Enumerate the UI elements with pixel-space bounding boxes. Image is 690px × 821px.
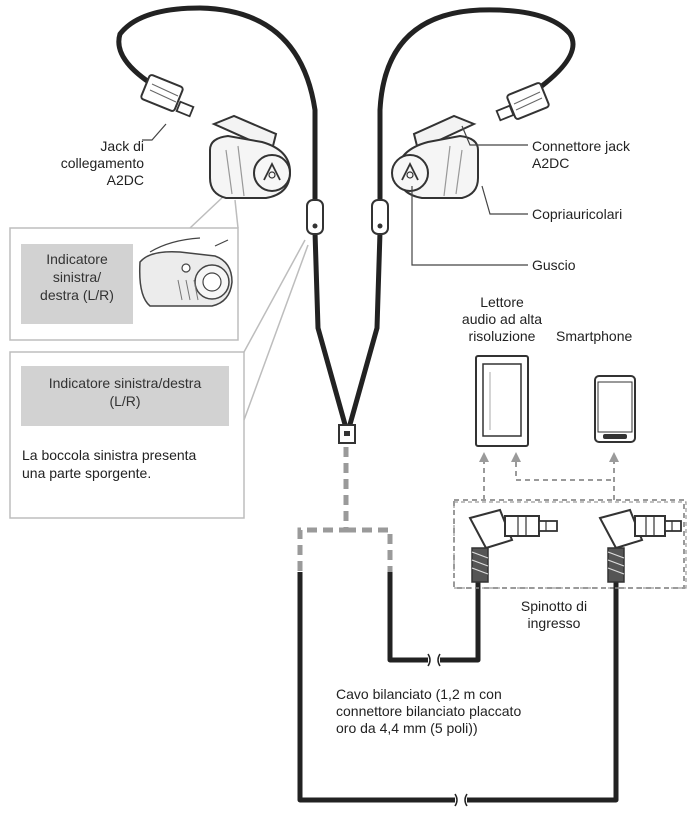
left-cable-marker (306, 199, 324, 235)
label-smartphone: Smartphone (556, 328, 633, 344)
earphone-cable (116, 5, 576, 431)
label-housing: Guscio (532, 257, 576, 273)
right-cable-marker (371, 199, 389, 235)
lr-indicator-small-box: Indicatore sinistra/ destra (L/R) (21, 244, 133, 324)
label-jack-connection: Jack di collegamento A2DC (60, 138, 144, 188)
dashed-connections (297, 447, 393, 572)
label-hi-res-player: Lettore audio ad alta risoluzione (461, 294, 543, 344)
left-a2dc-connector (140, 74, 195, 118)
input-plug-group-frame (453, 501, 687, 589)
zoomed-earpiece-illustration (138, 237, 233, 307)
input-plug-right (598, 508, 682, 583)
hi-res-player-icon (475, 355, 529, 447)
left-earpiece (209, 114, 292, 199)
left-bushing-note: La boccola sinistra presenta una parte s… (22, 447, 197, 481)
smartphone-icon (594, 375, 636, 443)
input-plug-left (468, 508, 558, 583)
cable-splitter (338, 424, 356, 444)
right-a2dc-connector (495, 82, 550, 122)
label-input-plug: Spinotto di ingresso (520, 598, 588, 631)
cable-break-marks (427, 653, 468, 807)
lr-indicator-large-box: Indicatore sinistra/destra (L/R) (21, 366, 229, 426)
label-ear-tips: Copriauricolari (532, 206, 623, 222)
label-balanced-cable: Cavo bilanciato (1,2 m con connettore bi… (336, 686, 522, 736)
right-earpiece (391, 114, 479, 199)
label-connector-jack: Connettore jack A2DC (532, 138, 631, 171)
leader-lines (142, 123, 528, 266)
balanced-cables (297, 572, 619, 803)
